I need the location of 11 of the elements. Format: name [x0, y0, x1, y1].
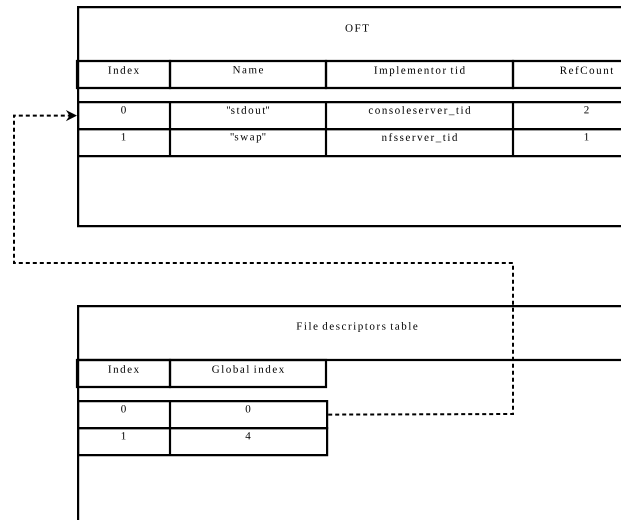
header-cell: Name [168, 60, 328, 90]
header-cell: Implementor tid [324, 60, 514, 90]
header-cell: RefCount [512, 60, 621, 90]
header-cell: Index [76, 60, 172, 90]
dashed-arrow [13, 110, 514, 416]
table-row: 0 0 [77, 400, 328, 430]
header-cell: Index [76, 358, 172, 388]
table-row: 1 "swap" nfsserver_tid 1 [77, 128, 621, 158]
table-row: 0 "stdout" consoleserver_tid 2 [77, 101, 621, 130]
header-cell: Global index [168, 358, 328, 388]
table-row: 1 4 [77, 427, 328, 456]
